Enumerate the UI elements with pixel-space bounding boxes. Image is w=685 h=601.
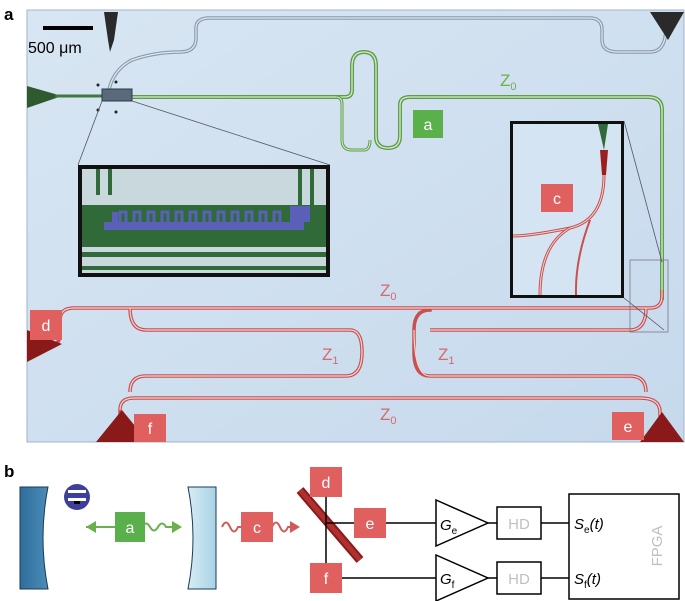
chip-label-a-box bbox=[413, 110, 443, 138]
probe-top-right bbox=[650, 12, 684, 40]
diagram-label-f-box bbox=[310, 563, 342, 593]
diagram-label-d: d bbox=[322, 475, 331, 492]
amplifier-e-label: Ge bbox=[440, 517, 458, 537]
heterodyne-label-bottom: HD bbox=[508, 571, 530, 588]
diagram-label-f: f bbox=[324, 571, 329, 588]
scale-bar bbox=[43, 26, 93, 30]
signal-f-label: Sf(t) bbox=[574, 571, 601, 591]
diagram-label-c-box bbox=[241, 512, 273, 542]
signal-e-label: Se(t) bbox=[574, 516, 604, 536]
chip-label-d-box bbox=[30, 310, 62, 340]
zoom-box-c bbox=[629, 259, 669, 333]
z-label-green: Z0 bbox=[500, 71, 517, 93]
chip-label-f: f bbox=[148, 421, 153, 438]
z-label-red-right: Z1 bbox=[438, 345, 455, 367]
chip-label-a: a bbox=[424, 117, 433, 134]
cavity-mirror-right bbox=[187, 486, 217, 590]
chip-label-e: e bbox=[624, 419, 633, 436]
z-label-red-top: Z0 bbox=[380, 281, 397, 303]
chip-label-c-box bbox=[541, 184, 573, 212]
panel-a-letter: a bbox=[4, 5, 14, 24]
output-field-wave-right bbox=[271, 521, 292, 533]
scale-bar-label: 500 μm bbox=[28, 40, 82, 57]
amplifier-f bbox=[435, 553, 490, 601]
probe-top-left bbox=[104, 12, 118, 52]
diagram-label-c: c bbox=[253, 520, 261, 537]
fpga-label: FPGA bbox=[649, 526, 666, 567]
green-input-port bbox=[27, 86, 62, 108]
amplifier-e bbox=[435, 498, 490, 548]
diagram-label-e-box bbox=[354, 508, 386, 538]
chip-label-c: c bbox=[553, 191, 561, 208]
fpga-box bbox=[568, 493, 680, 600]
z-label-red-left: Z1 bbox=[322, 345, 339, 367]
diagram-label-e: e bbox=[366, 516, 375, 533]
diagram-label-d-box bbox=[310, 467, 342, 497]
qubit-icon bbox=[64, 484, 90, 510]
qubit-micrograph-inset bbox=[78, 165, 330, 277]
qubit-chip-small bbox=[101, 88, 133, 102]
heterodyne-label-top: HD bbox=[508, 516, 530, 533]
amplifier-f-label: Gf bbox=[440, 571, 455, 591]
port-e bbox=[640, 412, 684, 442]
intracavity-field-arrow bbox=[86, 521, 182, 533]
diagram-label-a: a bbox=[126, 520, 135, 537]
chip-label-f-box bbox=[134, 414, 166, 442]
cavity-mirror-left bbox=[19, 486, 49, 590]
heterodyne-box-top bbox=[496, 506, 542, 540]
diagram-label-a-box bbox=[115, 512, 145, 542]
output-field-wave-left bbox=[221, 521, 242, 533]
panel-b-letter: b bbox=[4, 462, 14, 481]
heterodyne-box-bottom bbox=[496, 561, 542, 595]
chip-label-e-box bbox=[612, 412, 644, 440]
chip-label-d: d bbox=[42, 318, 51, 335]
z-label-red-bottom: Z0 bbox=[380, 405, 397, 427]
